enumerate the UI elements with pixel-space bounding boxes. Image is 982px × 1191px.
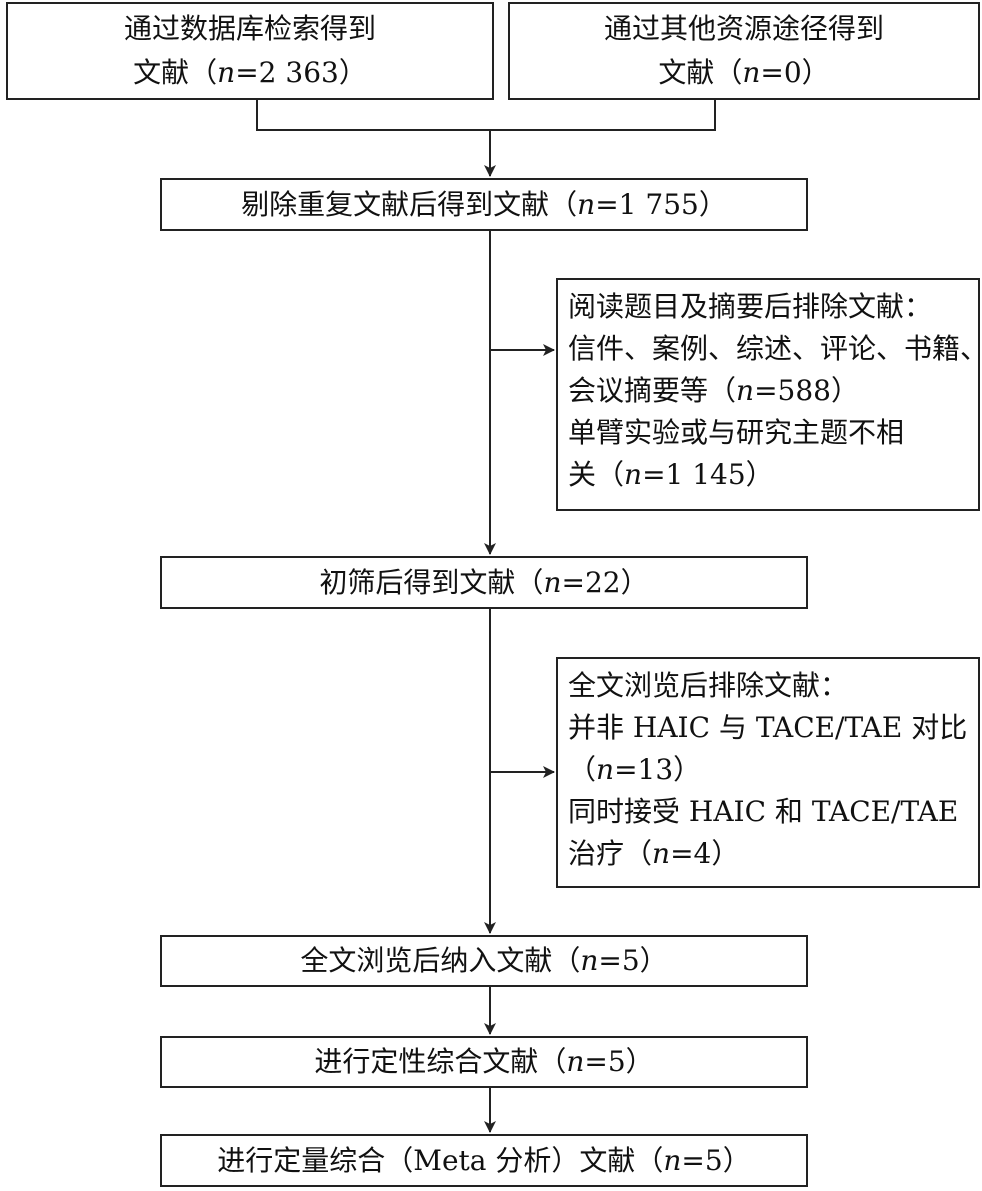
merge-line bbox=[256, 100, 716, 131]
exclusion-1-line3: 会议摘要等（n=588） bbox=[568, 374, 859, 407]
other-sources-line1: 通过其他资源途径得到 bbox=[603, 12, 884, 45]
exclusion-1-line5: 关（n=1 145） bbox=[568, 458, 774, 491]
qualitative-synthesis-box: 进行定性综合文献（n=5） bbox=[160, 1036, 808, 1088]
database-search-line1: 通过数据库检索得到 bbox=[123, 12, 376, 45]
other-sources-line2: 文献（n=0） bbox=[658, 56, 830, 89]
exclusion-1-title: 阅读题目及摘要后排除文献： bbox=[568, 290, 933, 323]
exclusion-2-title: 全文浏览后排除文献： bbox=[568, 669, 849, 702]
dedup-text: 剔除重复文献后得到文献（n=1 755） bbox=[241, 187, 727, 221]
exclusion-2-line5: 治疗（n=4） bbox=[568, 837, 740, 870]
database-search-box: 通过数据库检索得到 文献（n=2 363） bbox=[6, 2, 494, 100]
quantitative-synthesis-text: 进行定量综合（Meta 分析）文献（n=5） bbox=[217, 1143, 751, 1177]
database-search-line2: 文献（n=2 363） bbox=[133, 56, 367, 89]
exclusion-1-line2: 信件、案例、综述、评论、书籍、 bbox=[568, 332, 982, 365]
exclusion-1-line4: 单臂实验或与研究主题不相 bbox=[568, 416, 905, 449]
exclusion-2-line3: （n=13） bbox=[568, 753, 702, 786]
dedup-box: 剔除重复文献后得到文献（n=1 755） bbox=[160, 178, 808, 231]
exclusion-2-line4: 同时接受 HAIC 和 TACE/TAE bbox=[568, 795, 959, 828]
quantitative-synthesis-box: 进行定量综合（Meta 分析）文献（n=5） bbox=[160, 1134, 808, 1187]
exclusion-box-1: 阅读题目及摘要后排除文献： 信件、案例、综述、评论、书籍、 会议摘要等（n=58… bbox=[556, 278, 982, 511]
initial-screen-box: 初筛后得到文献（n=22） bbox=[160, 556, 808, 609]
exclusion-2-line2: 并非 HAIC 与 TACE/TAE 对比 bbox=[568, 711, 968, 744]
initial-screen-text: 初筛后得到文献（n=22） bbox=[319, 565, 649, 599]
fulltext-included-text: 全文浏览后纳入文献（n=5） bbox=[300, 944, 668, 977]
other-sources-box: 通过其他资源途径得到 文献（n=0） bbox=[508, 2, 980, 100]
exclusion-box-2: 全文浏览后排除文献： 并非 HAIC 与 TACE/TAE 对比 （n=13） … bbox=[556, 657, 980, 888]
qualitative-synthesis-text: 进行定性综合文献（n=5） bbox=[314, 1045, 654, 1078]
fulltext-included-box: 全文浏览后纳入文献（n=5） bbox=[160, 935, 808, 987]
